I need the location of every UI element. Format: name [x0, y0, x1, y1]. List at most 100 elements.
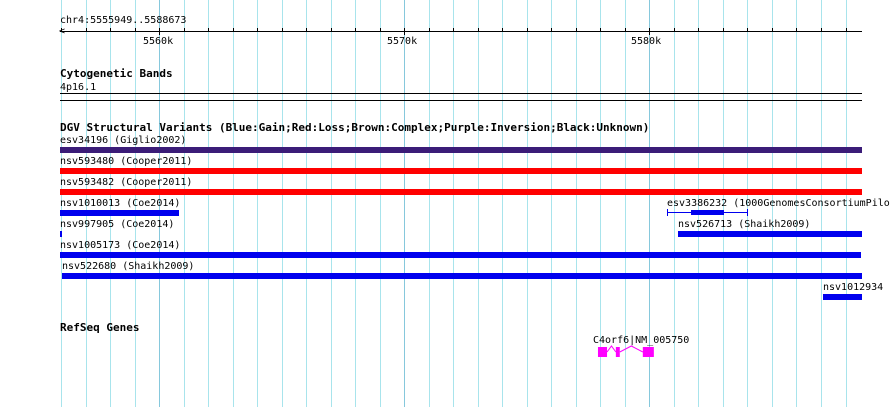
ruler-tick	[698, 28, 699, 32]
ruler-tick	[821, 28, 822, 32]
variant-label[interactable]: esv34196 (Giglio2002)	[60, 135, 187, 146]
ruler-tick	[527, 28, 528, 32]
ruler-tick	[61, 28, 62, 32]
grid-line	[233, 0, 234, 407]
grid-line	[698, 0, 699, 407]
ruler-tick	[208, 28, 209, 32]
variant-label[interactable]: nsv526713 (Shaikh2009)	[678, 219, 811, 230]
grid-line	[551, 0, 552, 407]
grid-line	[355, 0, 356, 407]
variant-bar[interactable]	[60, 168, 862, 174]
ruler-tick	[404, 28, 405, 35]
grid-line	[135, 0, 136, 407]
gene-model[interactable]	[0, 340, 890, 362]
ruler-tick	[576, 28, 577, 32]
left-arrow-icon[interactable]: <	[59, 26, 66, 37]
variant-end-cap	[747, 209, 748, 216]
variant-label[interactable]: esv3386232 (1000GenomesConsortiumPilotPr…	[667, 198, 890, 209]
grid-line	[282, 0, 283, 407]
variant-bar[interactable]	[678, 231, 862, 237]
grid-line	[772, 0, 773, 407]
ruler-tick	[282, 28, 283, 32]
ruler-tick	[796, 28, 797, 32]
grid-line	[478, 0, 479, 407]
variant-bar[interactable]	[823, 294, 862, 300]
ruler-tick	[159, 28, 160, 35]
ruler-tick	[380, 28, 381, 32]
grid-line	[429, 0, 430, 407]
ruler-tick	[551, 28, 552, 32]
ruler-tick	[135, 28, 136, 32]
ruler-tick	[257, 28, 258, 32]
grid-line	[625, 0, 626, 407]
tick-label: 5580k	[631, 36, 662, 47]
variant-bar[interactable]	[60, 252, 861, 258]
ruler-tick	[502, 28, 503, 32]
grid-line	[674, 0, 675, 407]
variant-bar[interactable]	[60, 210, 179, 216]
grid-line	[796, 0, 797, 407]
ruler-tick	[600, 28, 601, 32]
ruler-tick	[110, 28, 111, 32]
region-label: chr4:5555949..5588673	[60, 15, 187, 26]
grid-line	[576, 0, 577, 407]
grid-line	[747, 0, 748, 407]
track-title-dgv: DGV Structural Variants (Blue:Gain;Red:L…	[60, 121, 650, 134]
exon[interactable]	[642, 347, 654, 357]
ruler-tick	[723, 28, 724, 32]
ruler-tick	[331, 28, 332, 32]
variant-label[interactable]: nsv1012934	[823, 282, 884, 293]
tick-label: 5570k	[387, 36, 418, 47]
grid-line	[159, 0, 160, 407]
variant-bar[interactable]	[60, 231, 62, 237]
ruler-tick	[355, 28, 356, 32]
variant-thick-segment[interactable]	[691, 210, 724, 215]
cytoband-line	[60, 93, 862, 94]
exon[interactable]	[597, 347, 608, 357]
variant-label[interactable]: nsv1010013 (Coe2014)	[60, 198, 181, 209]
ruler-tick	[846, 28, 847, 32]
grid-line	[846, 0, 847, 407]
ruler-tick	[86, 28, 87, 32]
grid-line	[453, 0, 454, 407]
variant-end-cap	[667, 209, 668, 216]
gene-label[interactable]: C4orf6|NM_005750	[593, 335, 690, 346]
grid-line	[61, 0, 62, 407]
cytoband-line	[60, 100, 862, 101]
ruler-axis	[60, 31, 862, 32]
ruler-tick	[429, 28, 430, 32]
ruler-tick	[747, 28, 748, 32]
exon[interactable]	[615, 347, 620, 357]
track-title-cytogenetic-bands: Cytogenetic Bands	[60, 67, 173, 80]
cytoband-label[interactable]: 4p16.1	[60, 82, 97, 93]
variant-label[interactable]: nsv593482 (Cooper2011)	[60, 177, 193, 188]
grid-line	[821, 0, 822, 407]
grid-line	[404, 0, 405, 407]
grid-line	[306, 0, 307, 407]
tick-label: 5560k	[143, 36, 174, 47]
track-title-refseq: RefSeq Genes	[60, 321, 140, 334]
ruler-tick	[233, 28, 234, 32]
grid-line	[110, 0, 111, 407]
grid-line	[600, 0, 601, 407]
variant-bar[interactable]	[60, 147, 862, 153]
variant-label[interactable]: nsv1005173 (Coe2014)	[60, 240, 181, 251]
ruler-tick	[184, 28, 185, 32]
grid-line	[502, 0, 503, 407]
variant-label[interactable]: nsv593480 (Cooper2011)	[60, 156, 193, 167]
variant-bar[interactable]	[62, 273, 862, 279]
variant-bar[interactable]	[60, 189, 862, 195]
variant-label[interactable]: nsv997905 (Coe2014)	[60, 219, 175, 230]
ruler-tick	[478, 28, 479, 32]
ruler-tick	[649, 28, 650, 35]
ruler-tick	[674, 28, 675, 32]
ruler-tick	[306, 28, 307, 32]
grid-line	[208, 0, 209, 407]
ruler-tick	[772, 28, 773, 32]
variant-label[interactable]: nsv522680 (Shaikh2009)	[62, 261, 195, 272]
grid-line	[331, 0, 332, 407]
grid-line	[527, 0, 528, 407]
ruler-tick	[453, 28, 454, 32]
grid-line	[257, 0, 258, 407]
